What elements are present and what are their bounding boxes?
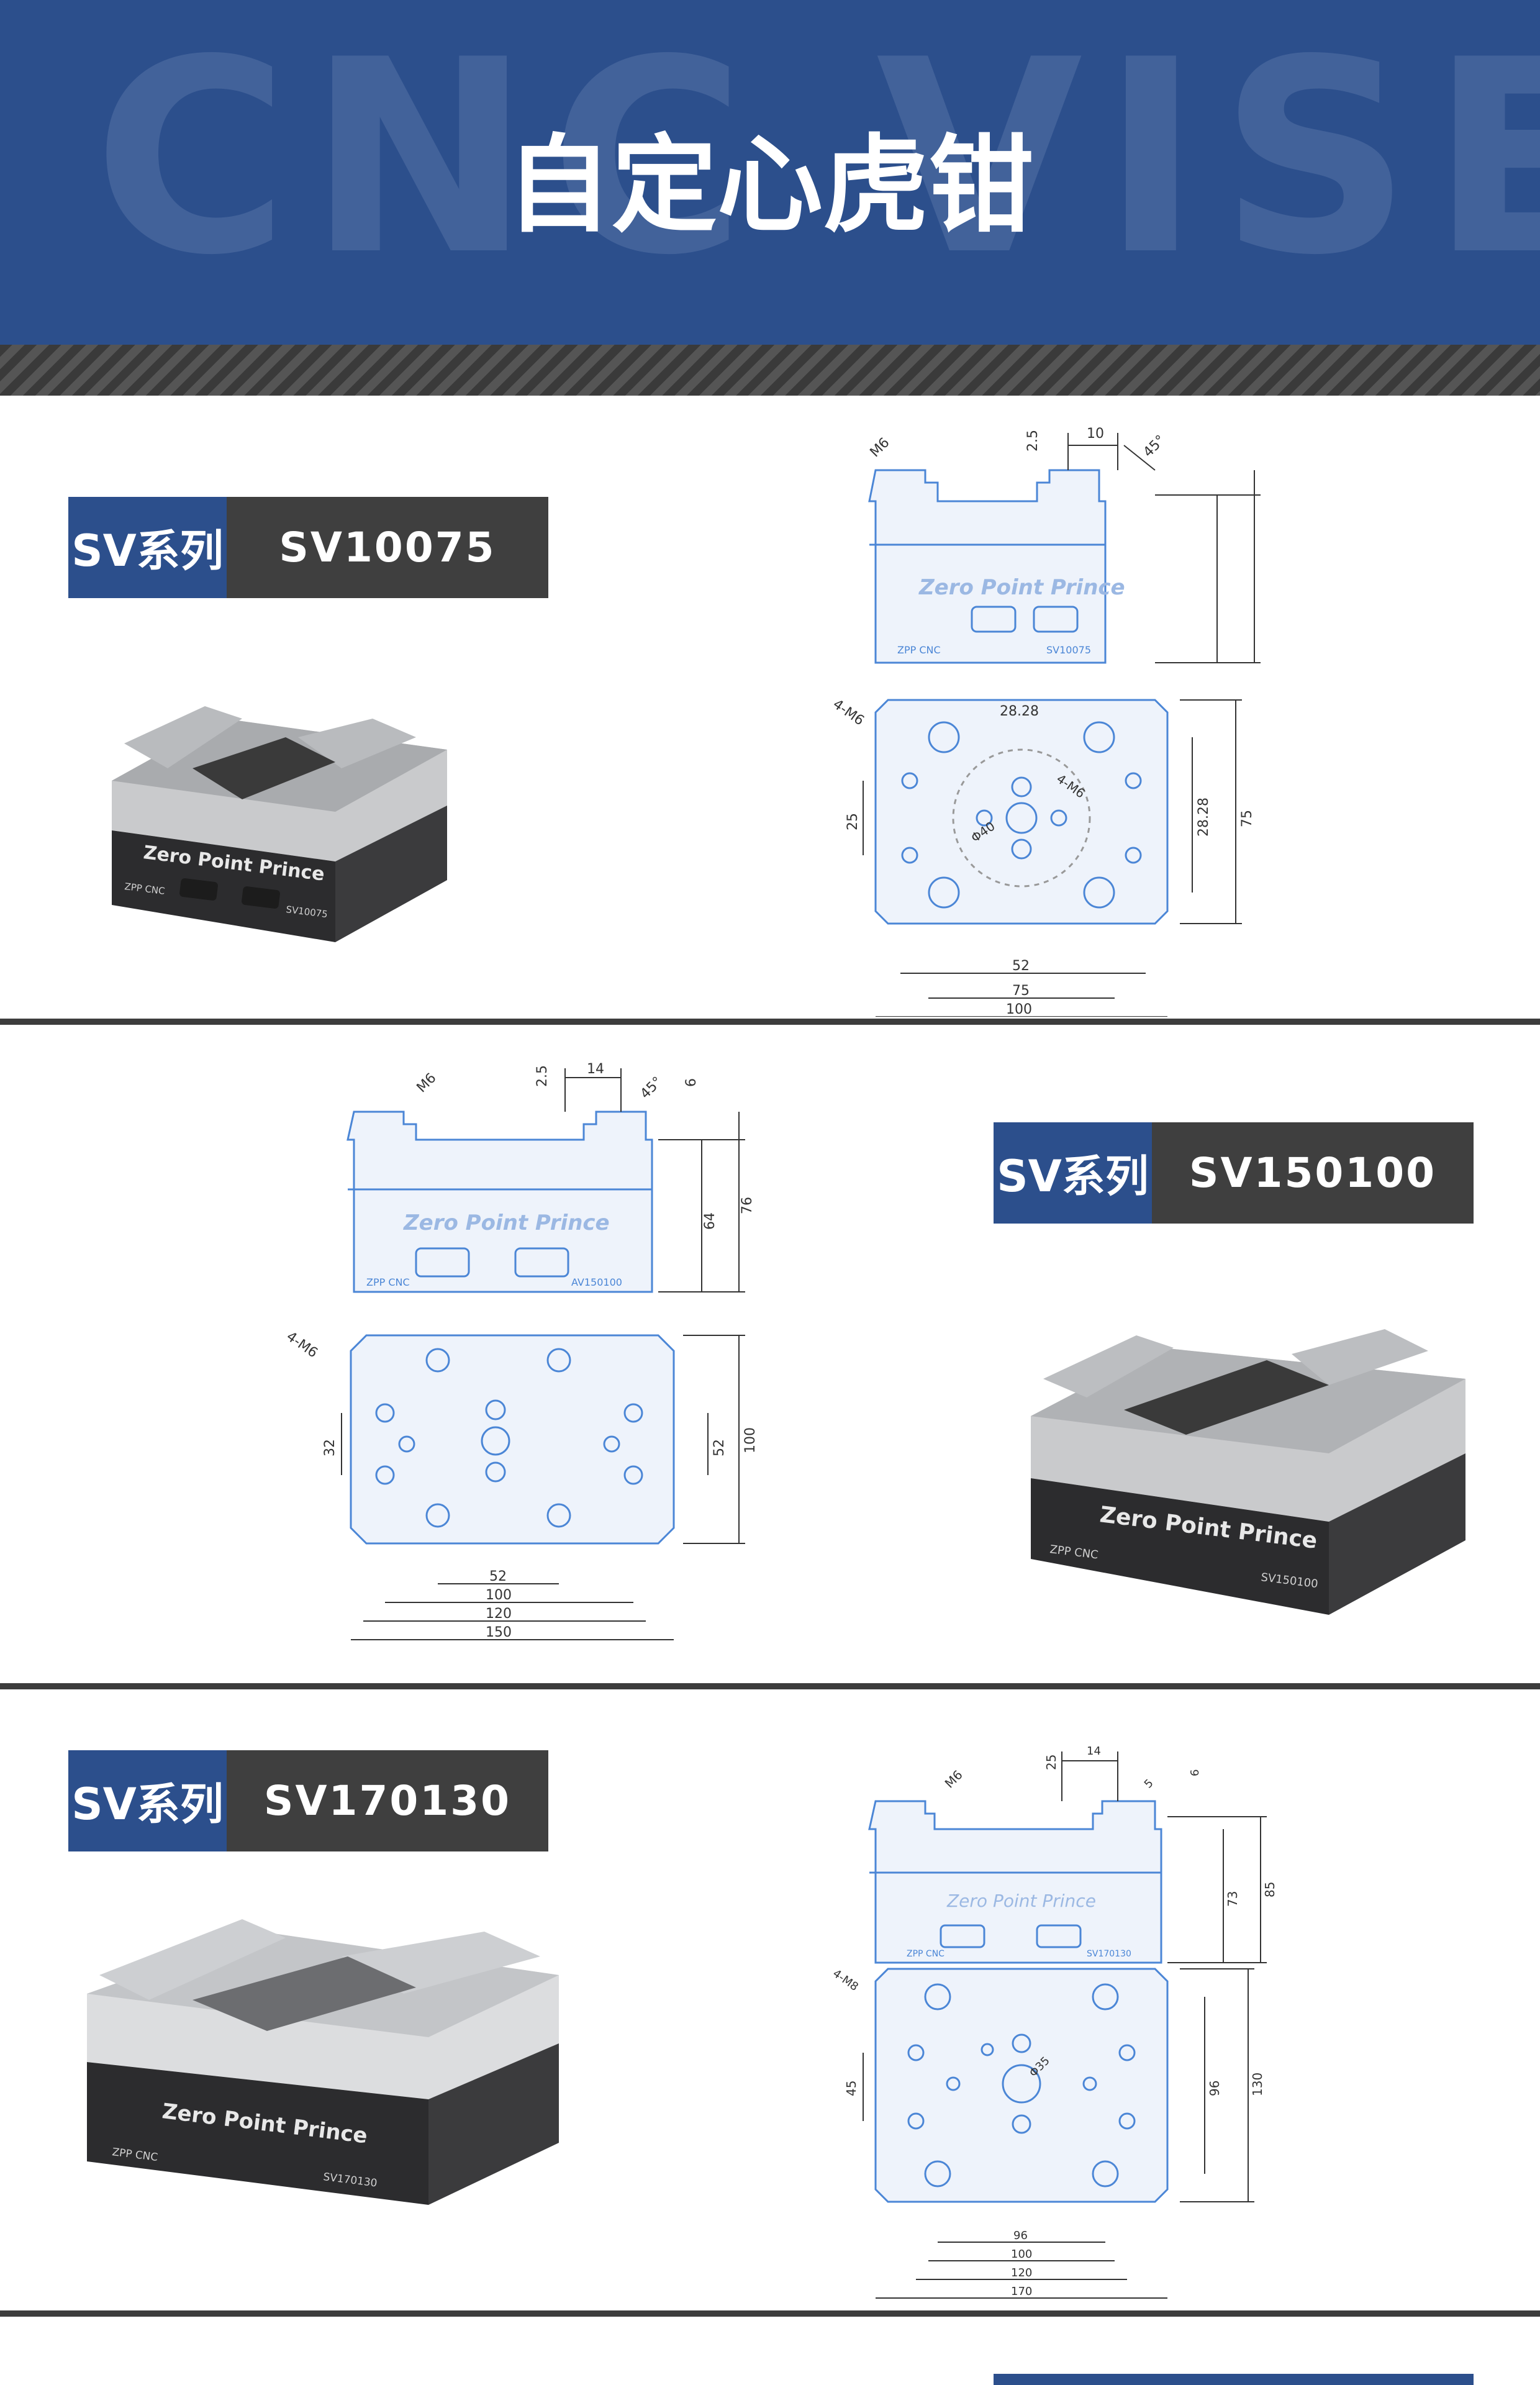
front-view-drawing: M6 2.5 14 45° 6 64 76 Zero Point Prince …	[346, 1061, 755, 1293]
dim-label: 45°	[1141, 432, 1169, 460]
drawing-brand: Zero Point Prince	[403, 1211, 610, 1235]
dim-label: 25	[1044, 1755, 1059, 1770]
dim-label: 5	[1142, 1777, 1156, 1791]
product-section-3: SV系列 SV170130 Zero Point Prince ZPP CNC …	[0, 1689, 1540, 2310]
top-view-drawing: 4-M8 45 Φ35 96 130 96 100 120 170	[830, 1967, 1265, 2299]
dim-label: 100	[486, 1588, 512, 1603]
model-label: SV150100	[1152, 1122, 1474, 1224]
drawing-model: SV170130	[1087, 1949, 1131, 1959]
section-divider	[0, 2310, 1540, 2317]
dim-label: 2.5	[1025, 430, 1041, 452]
drawing-model: SV10075	[1046, 644, 1091, 656]
vise-photo: Zero Point Prince ZPP CNC SV150100	[1031, 1329, 1465, 1615]
dim-label: 96	[1013, 2229, 1028, 2242]
dim-label: M6	[414, 1070, 440, 1096]
dim-label: M6	[867, 435, 893, 460]
dim-label: 100	[1011, 2248, 1032, 2261]
dim-label: 6	[1189, 1769, 1202, 1776]
dim-label: 100	[743, 1427, 758, 1453]
section-divider	[0, 1019, 1540, 1025]
dim-label: 32	[322, 1439, 338, 1456]
dim-label: 25	[845, 813, 861, 830]
dim-label: 96	[1207, 2081, 1222, 2096]
dim-label: 75	[1239, 810, 1255, 827]
front-view-drawing: M6 25 14 5 6 73 85 Zero Point Prince ZPP…	[868, 1745, 1277, 1964]
dim-label: 100	[1006, 1002, 1032, 1017]
series-label: SV系列	[68, 1750, 227, 1851]
dim-label: 120	[486, 1606, 512, 1622]
dim-label: 4-M6	[830, 696, 867, 729]
dim-label: 45	[844, 2081, 859, 2096]
drawing-brand: Zero Point Prince	[918, 575, 1125, 600]
dim-label: 14	[1087, 1745, 1101, 1758]
product-label: SV系列 SV10075	[68, 497, 548, 598]
top-view-drawing: 4-M6 28.28 25 4-M6 Φ40 28.28 75 52 75 10…	[830, 696, 1255, 1017]
product-label: SV系列 SV150100	[994, 1122, 1474, 1224]
drawing-maker: ZPP CNC	[907, 1949, 944, 1959]
dim-label: 52	[489, 1569, 507, 1584]
next-section-label-partial	[994, 2374, 1474, 2385]
dim-label: 120	[1011, 2266, 1032, 2279]
dim-label: 73	[1225, 1891, 1240, 1907]
dim-label: 10	[1087, 426, 1104, 442]
series-label: SV系列	[68, 497, 227, 598]
product-section-1: SV系列 SV10075 Zero Point Prince ZPP CNC S…	[0, 396, 1540, 1019]
section-divider	[0, 1683, 1540, 1689]
dim-label: 28.28	[1196, 797, 1212, 837]
vise-photo: Zero Point Prince ZPP CNC SV10075	[112, 706, 447, 942]
model-label: SV10075	[227, 497, 548, 598]
dim-label: 4-M8	[830, 1967, 861, 1994]
dim-label: 52	[712, 1439, 727, 1456]
drawing-model: AV150100	[571, 1276, 622, 1288]
dim-label: 6	[684, 1078, 699, 1087]
dim-label: 75	[1012, 983, 1030, 999]
vise-photo: Zero Point Prince ZPP CNC SV170130	[87, 1919, 559, 2205]
dim-label: M6	[942, 1767, 966, 1791]
dim-label: 76	[740, 1197, 755, 1214]
model-label: SV170130	[227, 1750, 548, 1851]
page-title: 自定心虎钳	[505, 124, 1034, 247]
header-background-text: CNC VISE	[93, 3, 1540, 314]
dim-label: 52	[1012, 958, 1030, 974]
front-view-drawing: M6 2.5 10 45° Zero Point Prince ZPP CNC …	[867, 426, 1261, 664]
product-label: SV系列 SV170130	[68, 1750, 548, 1851]
dim-label: 28.28	[1000, 704, 1039, 719]
dim-label: 4-M6	[284, 1329, 320, 1361]
series-label: SV系列	[994, 1122, 1152, 1224]
dim-label: 130	[1250, 2073, 1265, 2096]
dim-label: 64	[702, 1212, 718, 1230]
page-header: CNC VISE 自定心虎钳	[0, 0, 1540, 345]
product-section-2: SV系列 SV150100 M6 2.5 14 45° 6 64 76 Zero…	[0, 1025, 1540, 1683]
dim-label: 2.5	[535, 1065, 550, 1087]
header-stripe	[0, 345, 1540, 396]
dim-label: 85	[1262, 1882, 1277, 1897]
drawing-brand: Zero Point Prince	[946, 1891, 1096, 1911]
drawing-maker: ZPP CNC	[897, 644, 941, 656]
dim-label: 45°	[638, 1074, 666, 1102]
dim-label: 170	[1011, 2285, 1032, 2298]
dim-label: 150	[486, 1625, 512, 1640]
drawing-maker: ZPP CNC	[366, 1276, 410, 1288]
top-view-drawing: 4-M6 32 52 100 52 100 120 150	[284, 1329, 758, 1640]
dim-label: 14	[587, 1061, 604, 1077]
